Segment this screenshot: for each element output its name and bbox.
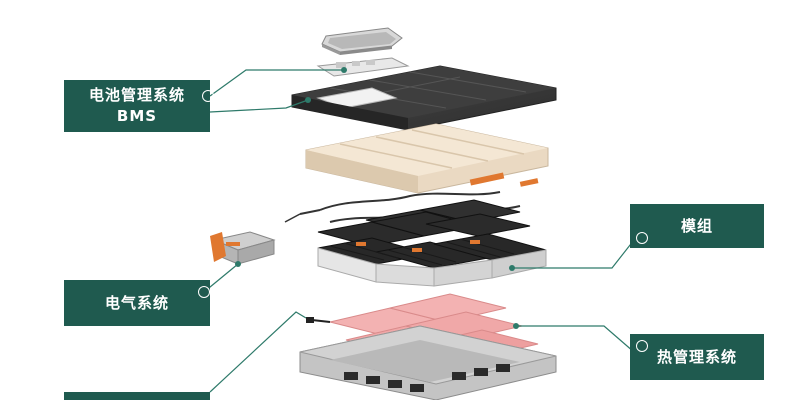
leader-dots (235, 67, 519, 329)
bms-board (321, 27, 403, 55)
callout-electrical-text: 电气系统 (104, 293, 169, 312)
callout-bms-line2: BMS (116, 107, 158, 125)
insulation-layer (305, 123, 549, 194)
callout-thermal-ring-icon (636, 340, 648, 352)
leader-lines (203, 69, 635, 393)
lower-tray (299, 325, 557, 400)
callout-module-text: 模组 (680, 216, 713, 235)
callout-partial-bottom (64, 392, 210, 400)
callout-module: 模组 (630, 204, 764, 248)
callout-bms: 电池管理系统 BMS (64, 80, 214, 132)
electrical-box (210, 231, 276, 265)
callout-electrical-system: 电气系统 (64, 280, 210, 326)
bms-controller-tray (316, 57, 410, 77)
callout-thermal-text: 热管理系统 (656, 347, 737, 366)
callout-module-ring-icon (636, 232, 648, 244)
callout-thermal-management: 热管理系统 (630, 334, 764, 380)
top-cover (291, 65, 557, 131)
callout-bms-ring-icon (202, 90, 214, 102)
callout-bms-line1: 电池管理系统 (88, 86, 185, 104)
battery-modules (317, 199, 547, 287)
callout-electrical-ring-icon (198, 286, 210, 298)
